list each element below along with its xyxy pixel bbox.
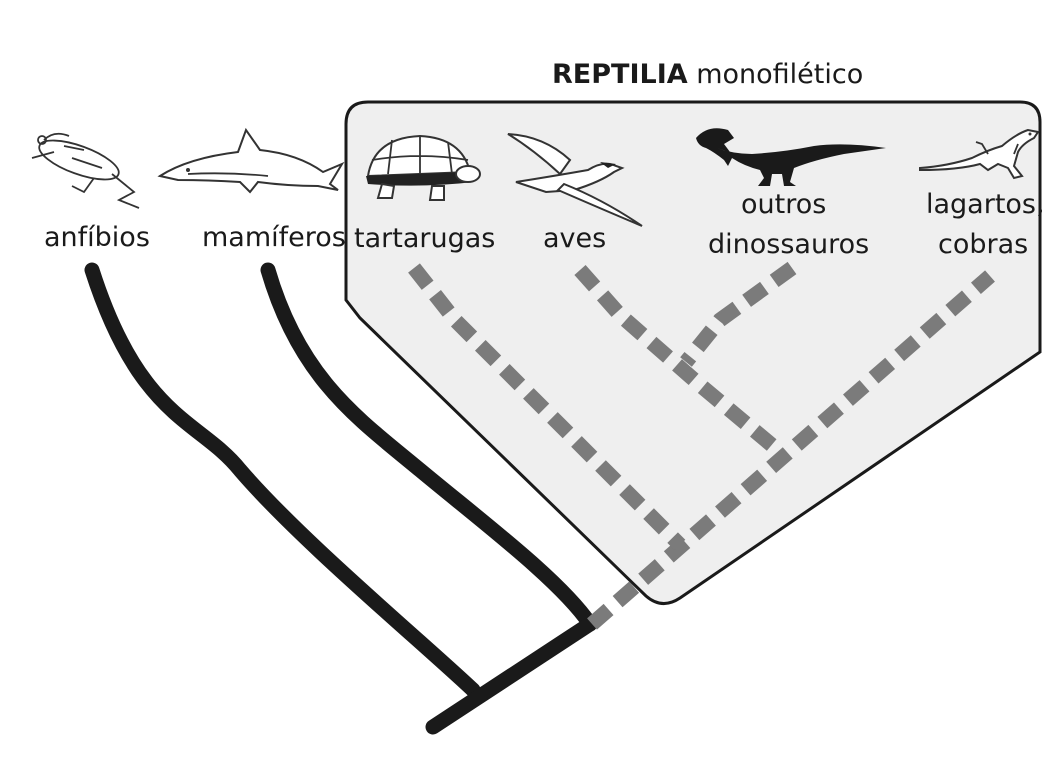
label-mamiferos: mamíferos xyxy=(202,222,346,253)
label-dinossauros-line1: outros xyxy=(741,189,826,220)
label-anfibios: anfíbios xyxy=(44,222,150,253)
reptilia-title: REPTILIA monofilético xyxy=(552,59,863,90)
label-tartarugas: tartarugas xyxy=(354,223,495,254)
label-aves: aves xyxy=(543,223,606,254)
label-dinossauros-line2: dinossauros xyxy=(708,229,869,260)
dolphin-icon xyxy=(160,130,342,192)
label-lagartos-line1: lagartos, xyxy=(926,189,1045,220)
frog-icon xyxy=(32,132,139,208)
label-lagartos-line2: cobras xyxy=(938,229,1028,260)
